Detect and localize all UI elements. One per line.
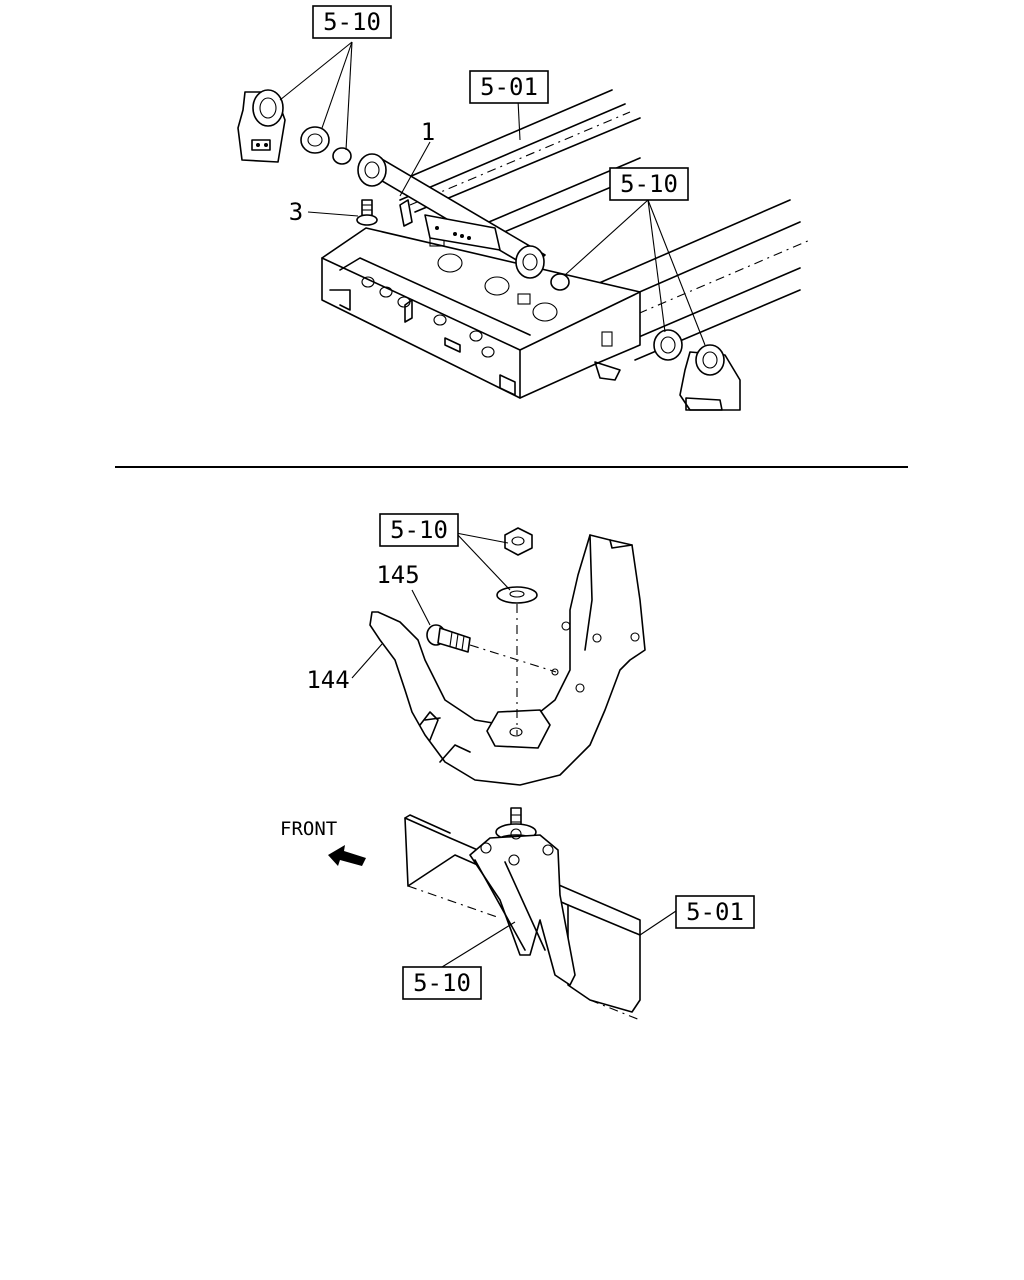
left-bracket xyxy=(237,89,330,163)
right-bracket xyxy=(653,329,741,411)
ref-box-5-10-upper-left: 5-10 xyxy=(312,5,392,39)
svg-text:5-10: 5-10 xyxy=(620,170,678,198)
ref-box-5-10-bracket: 5-10 xyxy=(402,966,482,1000)
nut-and-washer xyxy=(496,527,538,735)
callout-1: 1 xyxy=(421,118,435,146)
front-direction-arrow: FRONT xyxy=(280,818,366,866)
ref-box-5-10-nut: 5-10 xyxy=(379,513,459,547)
svg-text:5-01: 5-01 xyxy=(686,898,744,926)
bottom-assembly: FRONT 5-10 145 144 5-01 5-10 xyxy=(280,513,755,1021)
cross-member xyxy=(321,227,641,399)
ref-box-5-01-bottom: 5-01 xyxy=(675,895,755,929)
callout-3: 3 xyxy=(289,198,303,226)
svg-text:5-10: 5-10 xyxy=(323,8,381,36)
bolt-3 xyxy=(356,199,378,226)
svg-text:5-01: 5-01 xyxy=(480,73,538,101)
callout-145: 145 xyxy=(376,561,419,589)
ref-box-5-10-right: 5-10 xyxy=(609,167,689,201)
svg-text:5-10: 5-10 xyxy=(390,516,448,544)
front-label: FRONT xyxy=(280,818,337,840)
callout-144: 144 xyxy=(306,666,349,694)
bolt-145 xyxy=(426,624,557,673)
top-assembly: 5-10 5-01 5-10 1 3 xyxy=(237,5,811,411)
ref-box-5-01-top: 5-01 xyxy=(469,70,549,104)
support-arm xyxy=(369,534,646,786)
frame-and-bracket xyxy=(404,814,641,1021)
svg-text:5-10: 5-10 xyxy=(413,969,471,997)
